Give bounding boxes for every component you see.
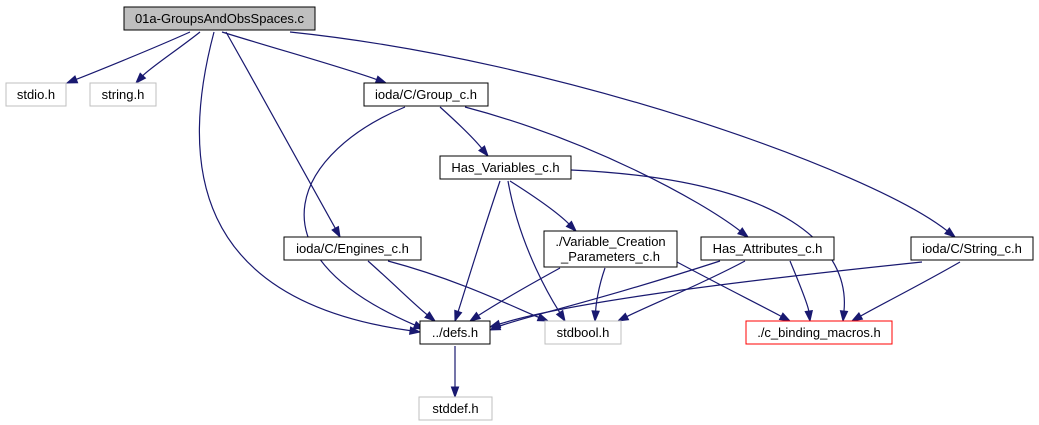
edge-engines-to-defs bbox=[367, 260, 437, 322]
node-label: stdbool.h bbox=[557, 325, 610, 340]
node-stringc[interactable]: ioda/C/String_c.h bbox=[910, 236, 1034, 261]
edge-root-to-string bbox=[134, 31, 201, 85]
edge-group-to-hasattrs bbox=[464, 106, 750, 238]
node-stdio[interactable]: stdio.h bbox=[5, 82, 67, 107]
edges bbox=[65, 31, 961, 399]
nodes: 01a-GroupsAndObsSpaces.c stdio.h string.h i… bbox=[5, 6, 1034, 421]
node-label: ./c_binding_macros.h bbox=[757, 325, 881, 340]
edge-root-to-group bbox=[221, 31, 388, 84]
node-defs[interactable]: ../defs.h bbox=[419, 320, 491, 345]
node-label: ioda/C/String_c.h bbox=[922, 241, 1022, 256]
node-label: stddef.h bbox=[432, 401, 478, 416]
edge-hasvars-to-cbind bbox=[570, 169, 849, 323]
edge-root-to-defs bbox=[198, 31, 422, 335]
node-string[interactable]: string.h bbox=[89, 82, 157, 107]
node-label: ioda/C/Engines_c.h bbox=[296, 241, 409, 256]
edge-root-to-engines bbox=[225, 31, 341, 239]
edge-varcreate-to-stdbool bbox=[591, 267, 606, 323]
node-label: 01a-GroupsAndObsSpaces.c bbox=[135, 11, 305, 26]
node-label: Has_Attributes_c.h bbox=[713, 241, 823, 256]
node-stdbool[interactable]: stdbool.h bbox=[544, 320, 622, 345]
node-label: ../defs.h bbox=[432, 325, 478, 340]
node-stddef[interactable]: stddef.h bbox=[418, 396, 493, 421]
node-label: ioda/C/Group_c.h bbox=[375, 87, 477, 102]
node-hasattrs[interactable]: Has_Attributes_c.h bbox=[700, 236, 835, 261]
edge-hasvars-to-defs bbox=[454, 180, 501, 323]
node-label: ./Variable_Creation bbox=[555, 234, 665, 249]
edge-hasattrs-to-cbind bbox=[789, 260, 813, 323]
edge-group-to-hasvars bbox=[439, 106, 489, 158]
node-label: string.h bbox=[102, 87, 145, 102]
edge-varcreate-to-cbind bbox=[676, 261, 792, 322]
edge-hasvars-to-stdbool bbox=[507, 180, 566, 323]
node-engines[interactable]: ioda/C/Engines_c.h bbox=[283, 236, 422, 261]
edge-engines-to-stdbool bbox=[387, 260, 550, 322]
node-root: 01a-GroupsAndObsSpaces.c bbox=[123, 6, 316, 31]
edge-root-to-stdio bbox=[65, 31, 191, 84]
edge-hasvars-to-varcreate bbox=[509, 180, 578, 233]
edge-hasattrs-to-stdbool bbox=[616, 260, 746, 322]
edge-stringc-to-cbind bbox=[850, 261, 961, 322]
edge-root-to-stringc bbox=[289, 31, 957, 238]
edge-stringc-to-defs bbox=[488, 261, 923, 328]
node-label: Has_Variables_c.h bbox=[451, 160, 559, 175]
node-varcreate[interactable]: ./Variable_Creation_Parameters_c.h bbox=[543, 230, 678, 268]
node-group[interactable]: ioda/C/Group_c.h bbox=[363, 82, 489, 107]
edge-varcreate-to-defs bbox=[468, 267, 561, 322]
node-hasvars[interactable]: Has_Variables_c.h bbox=[439, 155, 572, 180]
node-label: stdio.h bbox=[17, 87, 55, 102]
node-label: _Parameters_c.h bbox=[560, 249, 660, 264]
edge-hasattrs-to-defs bbox=[488, 260, 721, 331]
edge-defs-to-stddef bbox=[450, 345, 460, 399]
node-cbind[interactable]: ./c_binding_macros.h bbox=[745, 320, 893, 345]
